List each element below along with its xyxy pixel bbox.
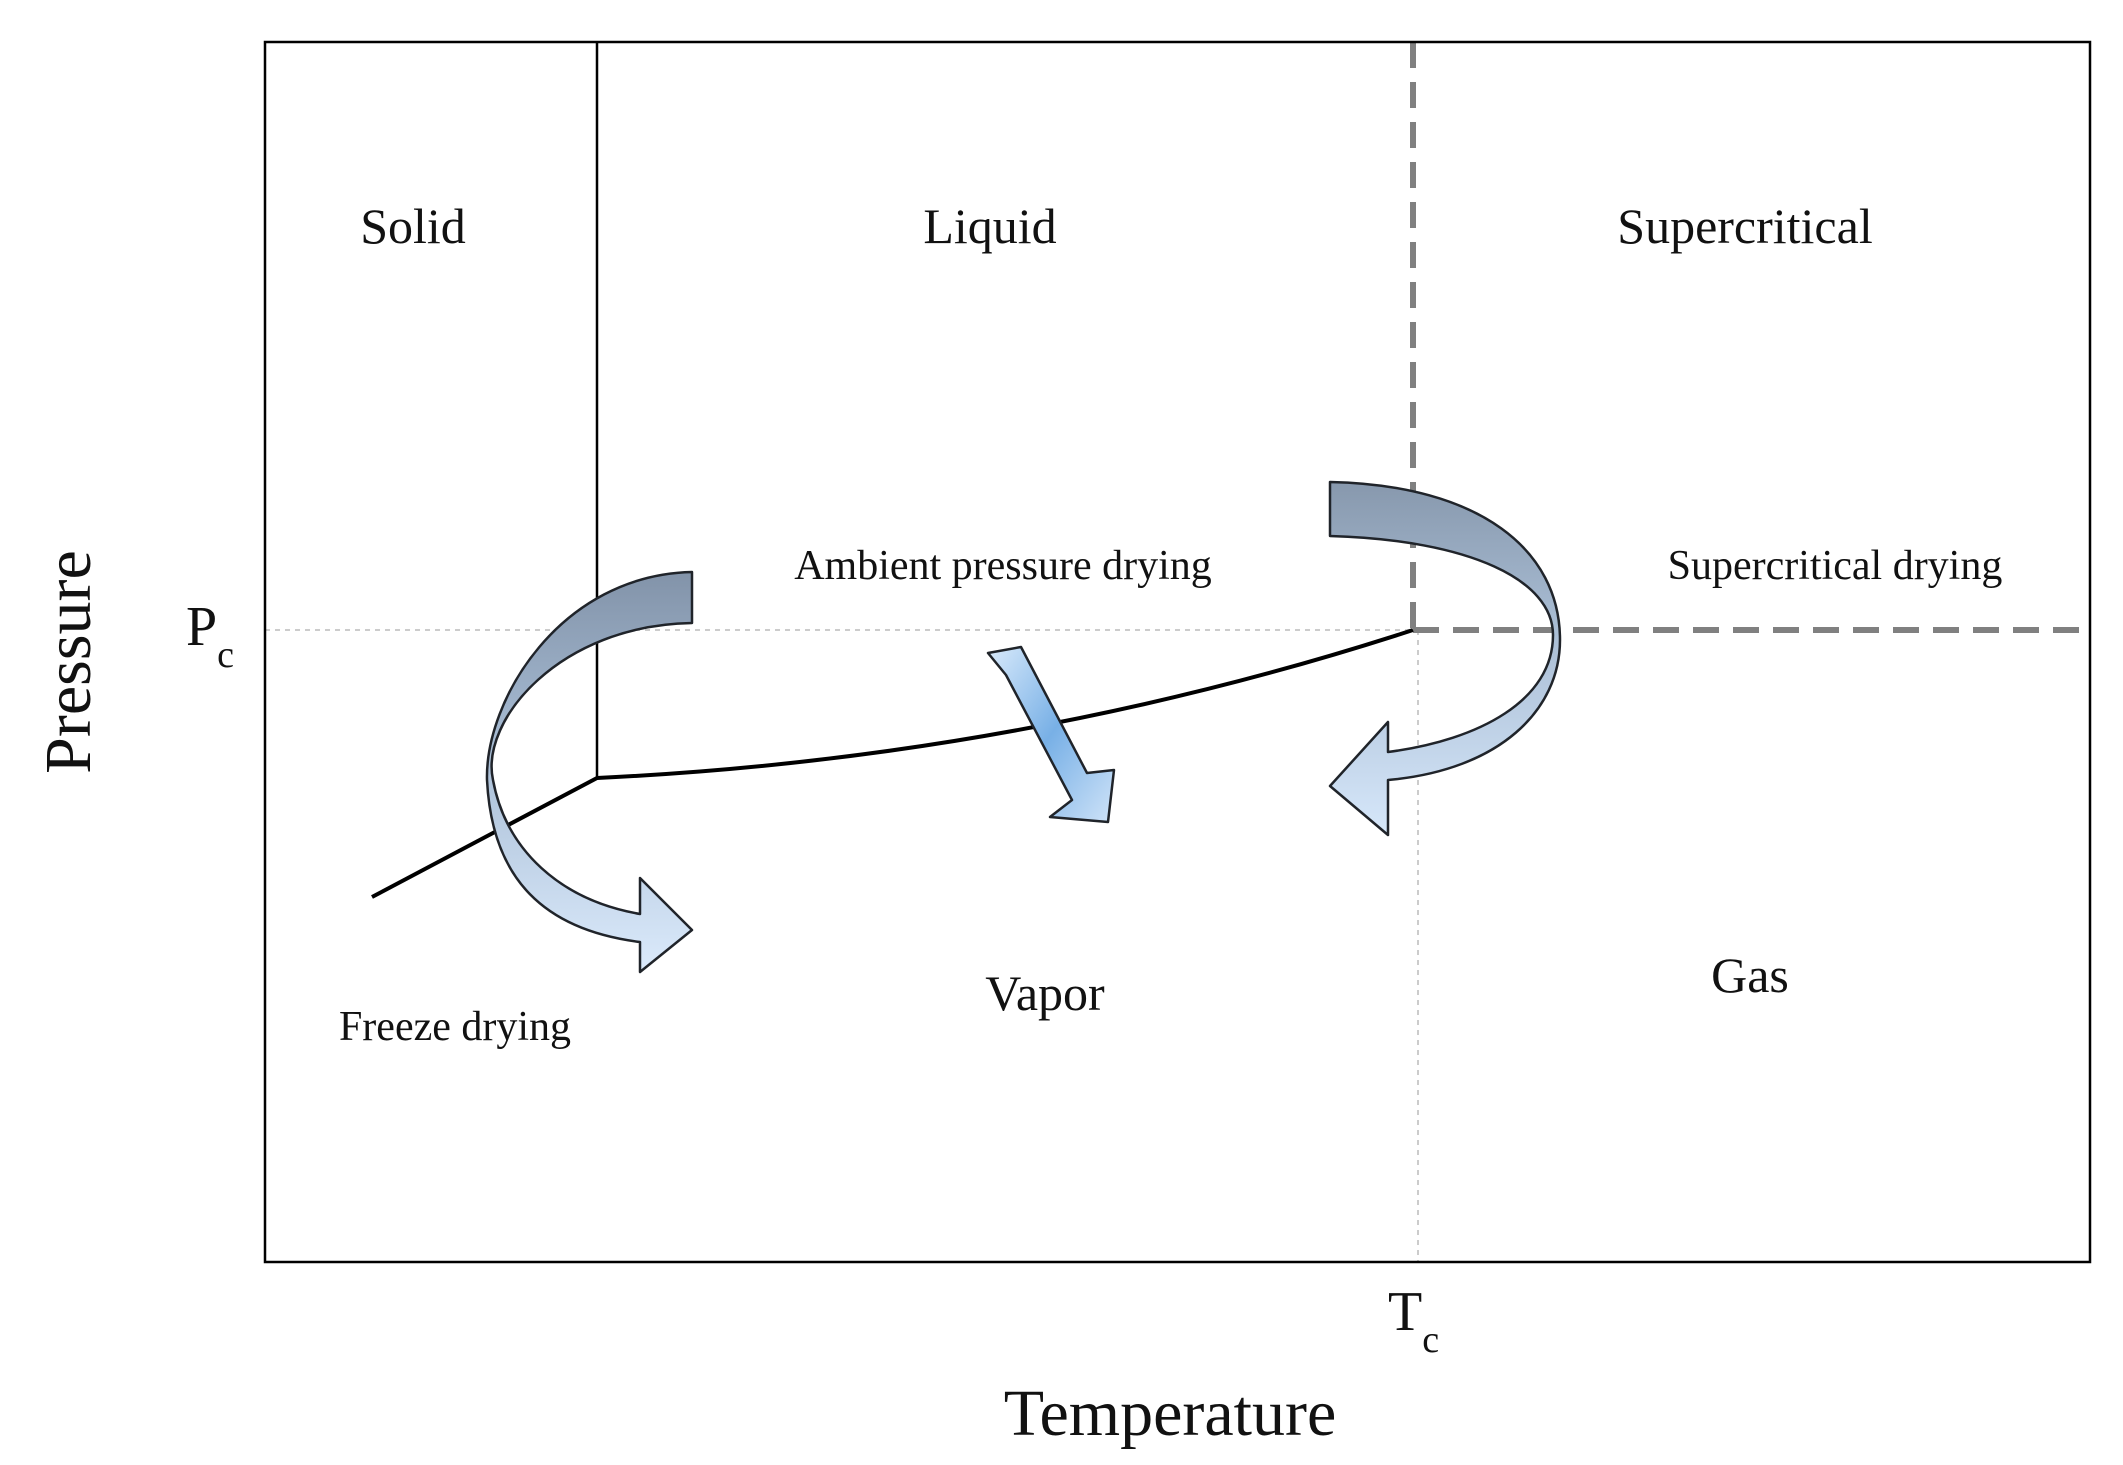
region-label-vapor: Vapor bbox=[985, 965, 1105, 1021]
region-label-liquid: Liquid bbox=[923, 198, 1056, 254]
process-label-freeze-drying: Freeze drying bbox=[339, 1004, 571, 1050]
pc-tick-label: Pc bbox=[186, 596, 234, 676]
x-axis-title: Temperature bbox=[1004, 1377, 1337, 1450]
sublimation-curve bbox=[371, 776, 598, 899]
process-label-supercritical-drying: Supercritical drying bbox=[1668, 543, 2003, 589]
region-label-solid: Solid bbox=[360, 198, 466, 254]
tc-tick-label: Tc bbox=[1388, 1281, 1439, 1361]
process-label-ambient-drying: Ambient pressure drying bbox=[794, 543, 1212, 589]
freeze-drying-arrow bbox=[485, 570, 694, 974]
ambient-drying-arrow bbox=[986, 645, 1116, 824]
vaporization-curve bbox=[596, 628, 1414, 780]
y-axis-title: Pressure bbox=[32, 550, 105, 774]
region-label-gas: Gas bbox=[1711, 947, 1789, 1003]
region-label-supercritical: Supercritical bbox=[1617, 198, 1872, 254]
supercritical-drying-arrow bbox=[1328, 480, 1562, 837]
plot-frame bbox=[263, 40, 2092, 1264]
